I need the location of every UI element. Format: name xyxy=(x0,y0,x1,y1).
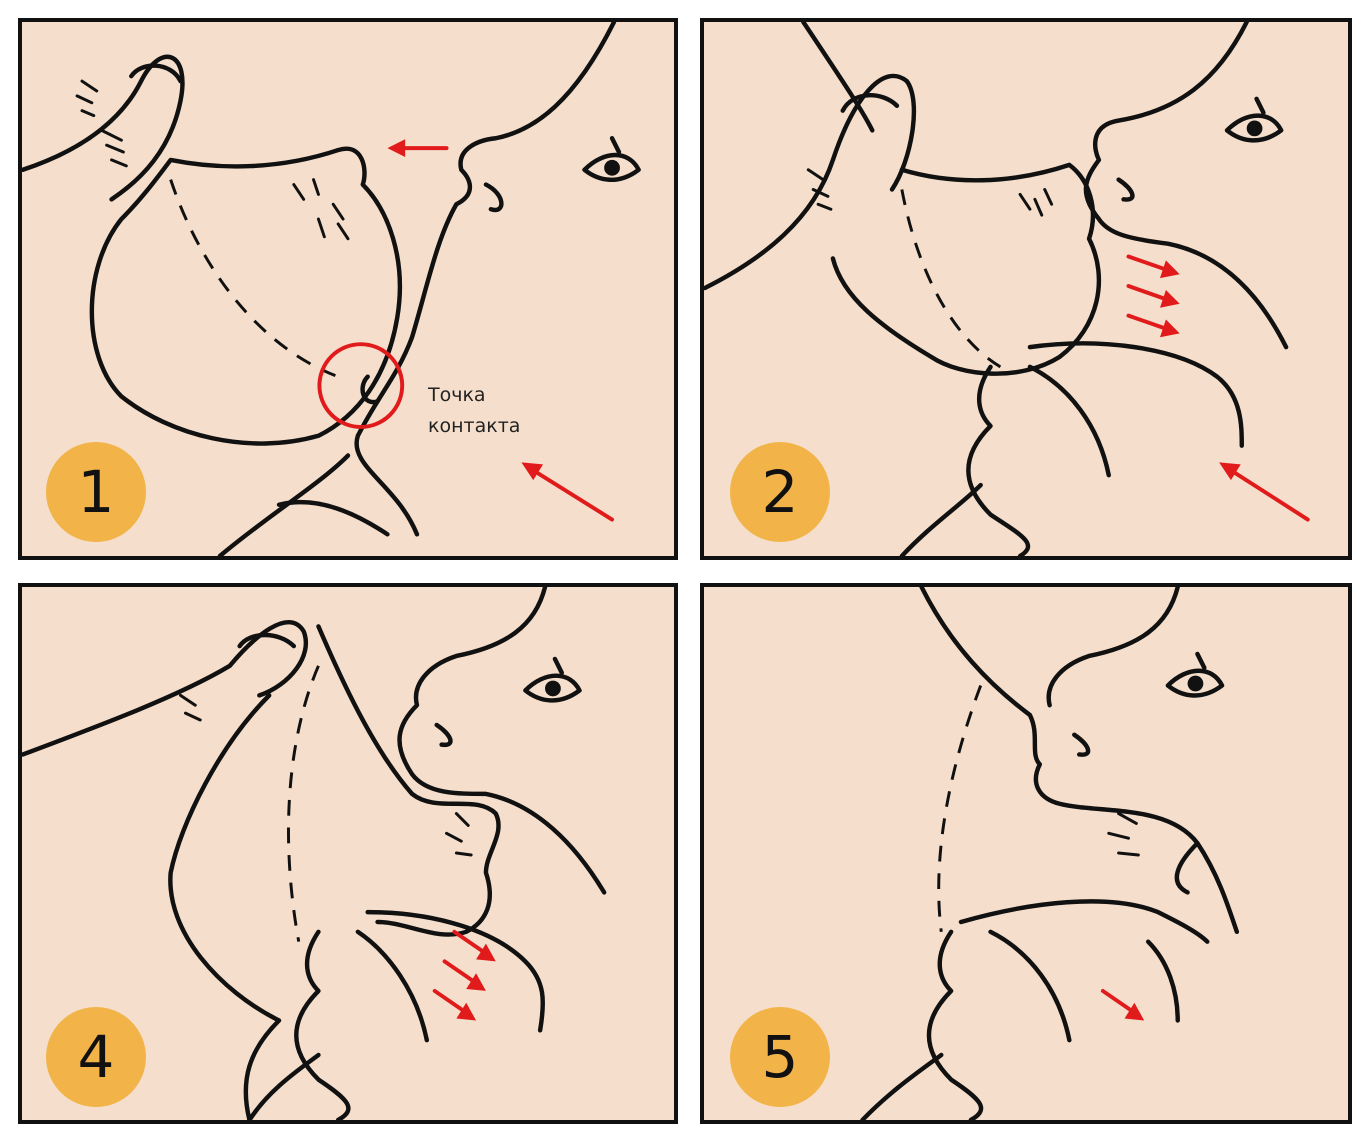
red-arrow-icon xyxy=(1128,256,1179,337)
panel-2: 2 xyxy=(700,18,1352,560)
panel-4: 4 xyxy=(18,583,678,1124)
eye-icon xyxy=(525,659,579,701)
step-number: 1 xyxy=(78,458,115,526)
caption-line-2: контакта xyxy=(428,411,520,442)
red-arrow-icon xyxy=(521,462,612,519)
step-badge: 4 xyxy=(46,1007,146,1107)
panel-1: 1 Точка контакта xyxy=(18,18,678,560)
panel-5: 5 xyxy=(700,583,1352,1124)
step-badge: 1 xyxy=(46,442,146,542)
red-arrow-icon xyxy=(1219,462,1308,519)
contact-point-caption: Точка контакта xyxy=(428,380,520,442)
eye-icon xyxy=(1227,99,1281,141)
red-arrow-icon xyxy=(387,139,446,157)
step-number: 4 xyxy=(78,1023,115,1091)
red-arrow-icon xyxy=(1103,991,1144,1021)
red-arrow-icon xyxy=(435,932,496,1021)
step-badge: 5 xyxy=(730,1007,830,1107)
eye-icon xyxy=(584,138,638,180)
step-badge: 2 xyxy=(730,442,830,542)
caption-line-1: Точка xyxy=(428,380,520,411)
step-number: 5 xyxy=(762,1023,799,1091)
eye-icon xyxy=(1168,654,1222,696)
step-number: 2 xyxy=(762,458,799,526)
